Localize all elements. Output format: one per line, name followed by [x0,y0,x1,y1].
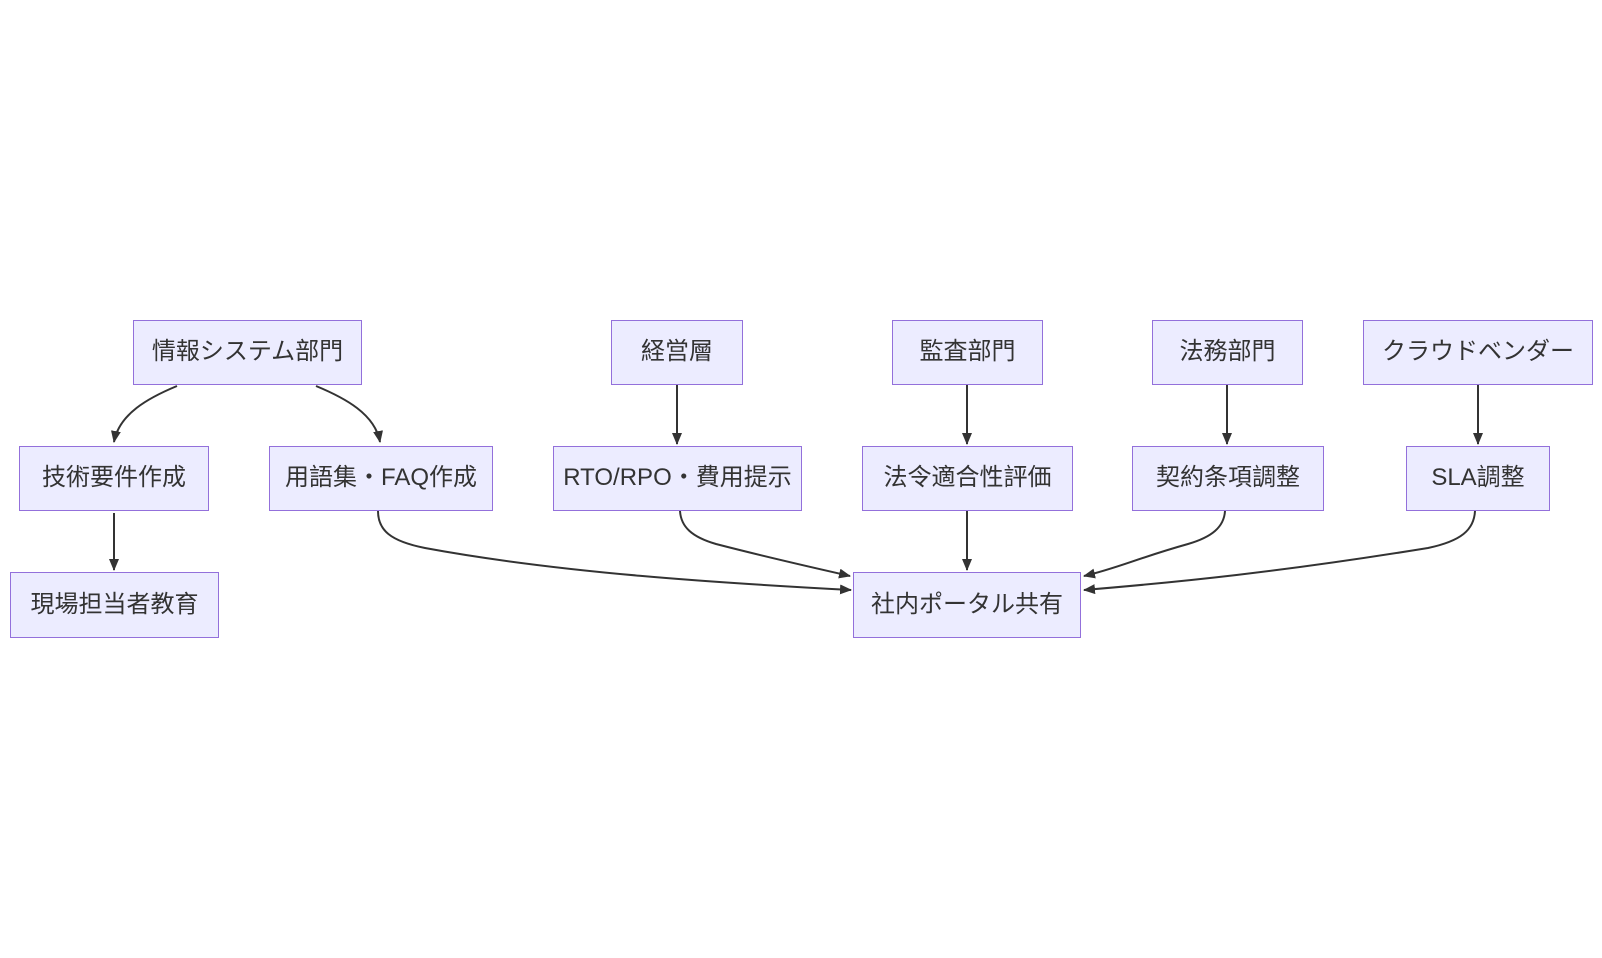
node-glossary-faq: 用語集・FAQ作成 [269,446,493,511]
node-info-systems-dept: 情報システム部門 [133,320,362,385]
edge-info-systems-to-glossary-faq [315,385,383,443]
node-internal-portal: 社内ポータル共有 [853,572,1081,638]
edge-sla-adjust-to-internal-portal [1083,510,1476,595]
node-legal-dept: 法務部門 [1152,320,1303,385]
edge-contract-terms-to-internal-portal [1083,510,1226,579]
node-audit-dept: 監査部門 [892,320,1043,385]
node-cloud-vendor: クラウドベンダー [1363,320,1593,385]
node-field-staff-training: 現場担当者教育 [10,572,219,638]
edge-glossary-faq-to-internal-portal [377,510,852,595]
node-contract-terms: 契約条項調整 [1132,446,1324,511]
node-sla-adjust: SLA調整 [1406,446,1550,511]
edge-rto-rpo-cost-to-internal-portal [679,510,851,579]
node-management: 経営層 [611,320,743,385]
node-tech-requirements: 技術要件作成 [19,446,209,511]
edge-info-systems-to-tech-requirements [111,385,178,443]
node-compliance-eval: 法令適合性評価 [862,446,1073,511]
node-rto-rpo-cost: RTO/RPO・費用提示 [553,446,802,511]
